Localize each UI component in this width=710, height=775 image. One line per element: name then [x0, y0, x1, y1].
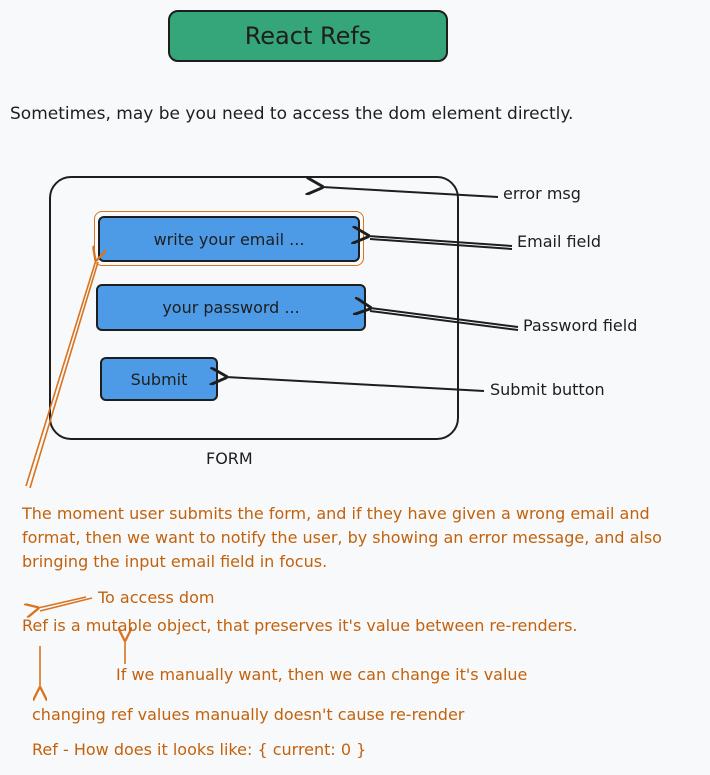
- ref-definition: Ref is a mutable object, that preserves …: [22, 616, 578, 635]
- submit-button: Submit: [100, 357, 218, 401]
- to-access-dom-note: To access dom: [98, 588, 215, 607]
- password-field-text: your password ...: [162, 298, 300, 317]
- email-field: write your email ...: [98, 216, 360, 262]
- to-access-dom-arrow: [36, 596, 93, 611]
- submit-button-arrow: [226, 377, 485, 392]
- email-field-text: write your email ...: [153, 229, 305, 249]
- password-field: your password ...: [96, 284, 366, 331]
- no-rerender-note: changing ref values manually doesn't cau…: [32, 705, 465, 724]
- title-box: React Refs: [168, 10, 448, 62]
- email-field-arrow: [368, 236, 513, 250]
- page-title: React Refs: [244, 22, 372, 50]
- error-msg-arrow: [322, 187, 499, 198]
- form-container: [49, 176, 459, 440]
- explanation-paragraph: The moment user submits the form, and if…: [22, 504, 662, 571]
- ref-shape-note: Ref - How does it looks like: { current:…: [32, 740, 367, 759]
- form-caption: FORM: [206, 449, 253, 468]
- password-field-label: Password field: [523, 316, 638, 335]
- intro-text: Sometimes, may be you need to access the…: [10, 104, 574, 124]
- password-field-arrow: [370, 308, 519, 331]
- focus-arrow: [25, 260, 98, 489]
- error-msg-label: error msg: [503, 184, 581, 203]
- submit-button-text: Submit: [130, 369, 188, 389]
- email-field-label: Email field: [517, 232, 601, 251]
- manual-change-note: If we manually want, then we can change …: [116, 665, 528, 684]
- submit-button-label: Submit button: [490, 380, 605, 399]
